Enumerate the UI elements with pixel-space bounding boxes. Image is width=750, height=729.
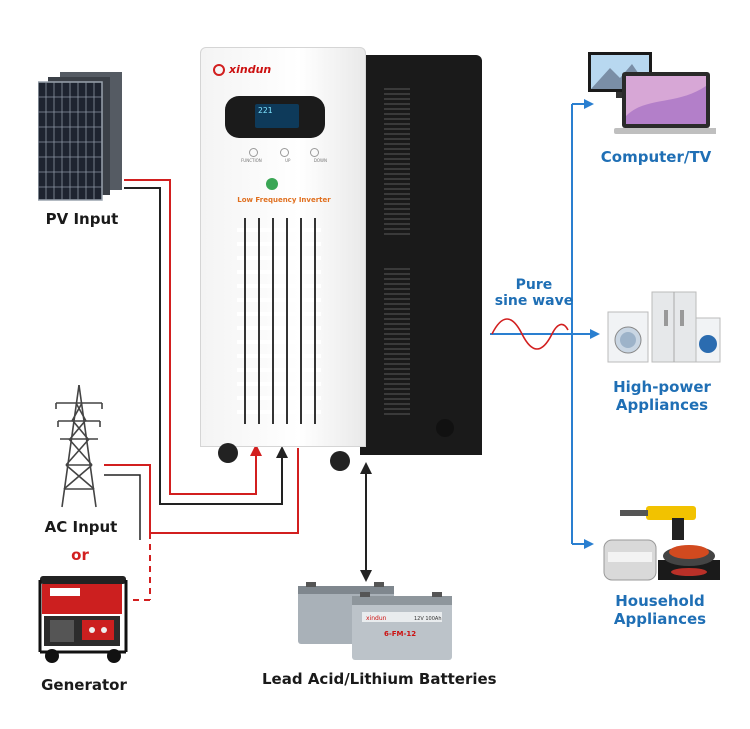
wheel-front-right <box>330 451 350 471</box>
product-label: Low Frequency Inverter <box>237 196 331 204</box>
battery-model: 6-FM-12 <box>384 630 416 638</box>
inverter-front-panel: xindun 221 FUNCTION UP DOWN Low Frequenc… <box>200 47 366 447</box>
side-vent-upper <box>384 85 410 235</box>
wave-label-line1: Pure <box>515 277 553 293</box>
battery-label: Lead Acid/Lithium Batteries <box>262 670 497 688</box>
pv-input-label: PV Input <box>45 210 119 228</box>
wave-label-line2: sine wave <box>494 293 574 309</box>
ac-neutral-wire <box>104 474 141 540</box>
appliances-label-line2: Appliances <box>615 396 709 414</box>
computer-tv-label: Computer/TV <box>600 148 712 166</box>
power-tower-icon <box>55 385 103 508</box>
function-caption: FUNCTION <box>241 158 262 163</box>
function-button[interactable] <box>249 148 258 157</box>
pv-negative-wire <box>124 187 283 505</box>
lcd-value: 221 <box>258 106 273 115</box>
output-arrow-appliances <box>590 329 600 339</box>
lcd-display: 221 <box>225 96 325 138</box>
sine-wave <box>491 318 569 350</box>
brand-logo: xindun <box>213 63 271 76</box>
solar-panel-icon <box>38 72 122 201</box>
appliances-label-line1: High-power <box>613 378 711 396</box>
down-caption: DOWN <box>313 158 327 163</box>
pv-positive-arrow <box>250 444 262 456</box>
logo-mark-icon <box>213 63 225 76</box>
household-icon <box>603 506 720 581</box>
front-vent <box>237 218 321 424</box>
output-arrow-tv <box>584 99 594 109</box>
leaf-icon <box>266 178 278 190</box>
household-label-line1: Household <box>615 592 705 610</box>
battery-link-arrow-up <box>360 462 372 474</box>
or-label: or <box>71 546 89 564</box>
lcd-screen: 221 <box>255 104 299 128</box>
computer-tv-icon <box>588 52 716 134</box>
battery-link-arrow-down <box>360 570 372 582</box>
battery-icon: xindun 12V 100Ah 6-FM-12 <box>298 582 452 660</box>
output-arrow-household <box>584 539 594 549</box>
up-button[interactable] <box>279 148 289 157</box>
household-label-line2: Appliances <box>613 610 707 628</box>
wheel-back <box>436 419 454 437</box>
control-buttons <box>249 148 319 157</box>
battery-rating: 12V 100Ah <box>414 616 442 622</box>
generator-icon <box>38 576 128 663</box>
appliances-icon <box>607 291 721 363</box>
side-vent-lower <box>384 265 410 415</box>
button-captions: FUNCTION UP DOWN <box>241 158 327 163</box>
ac-input-label: AC Input <box>44 518 118 536</box>
brand-name: xindun <box>229 63 272 76</box>
pv-positive-wire <box>124 179 257 495</box>
generator-label: Generator <box>41 676 127 694</box>
inverter-side-panel <box>360 55 482 455</box>
inverter-unit: xindun 221 FUNCTION UP DOWN Low Frequenc… <box>200 47 488 471</box>
pv-negative-arrow <box>276 446 288 458</box>
wheel-front-left <box>218 443 238 463</box>
down-button[interactable] <box>310 148 319 157</box>
up-caption: UP <box>285 158 291 163</box>
battery-brand: xindun <box>366 615 387 622</box>
